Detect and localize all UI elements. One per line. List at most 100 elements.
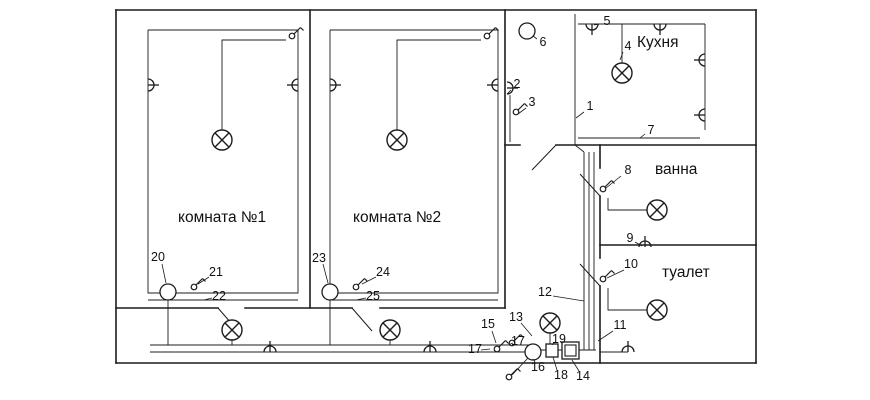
wire-line (511, 357, 529, 376)
callout-number: 25 (366, 289, 380, 303)
switch-icon (599, 180, 615, 193)
callout-number: 20 (151, 250, 165, 264)
callout-number: 23 (312, 251, 326, 265)
callout-number: 14 (576, 369, 590, 383)
socket-icon (638, 236, 652, 248)
callout-leader-line (197, 276, 210, 285)
ceiling-lamp-icon (646, 299, 668, 321)
callout-leader-line (552, 356, 558, 371)
callout-number: 21 (209, 265, 223, 279)
callout-leader-line (517, 107, 527, 115)
callout-leader-line (532, 35, 538, 40)
socket-icon (423, 341, 437, 353)
switch-icon (352, 278, 368, 291)
callout-number: 7 (648, 123, 655, 137)
callout-leader-line (605, 175, 622, 189)
switch-icon (493, 340, 509, 353)
callout-leader-line (355, 297, 367, 301)
callout-leader-line (322, 263, 329, 284)
door-leaf-line (579, 263, 601, 287)
callout-number: 13 (509, 310, 523, 324)
callout-leader-line (597, 330, 614, 342)
socket-icon (287, 78, 299, 92)
callout-number: 1 (587, 99, 594, 113)
callout-leader-line (619, 51, 624, 61)
socket-icon (585, 23, 599, 35)
socket-icon (694, 53, 706, 67)
ceiling-lamp-icon (379, 319, 401, 341)
callout-leader-line (520, 322, 533, 337)
meter-box-icon (561, 341, 580, 360)
callout-number: 6 (540, 35, 547, 49)
callout-number: 12 (538, 285, 552, 299)
socket-icon (147, 78, 159, 92)
room-label: комната №2 (353, 209, 441, 226)
wire-line (607, 198, 657, 211)
ceiling-lamp-icon (211, 129, 233, 151)
junction-box-icon (321, 283, 339, 301)
switch-icon (190, 278, 206, 291)
callout-leader-line (361, 276, 377, 285)
ceiling-lamp-icon (611, 62, 633, 84)
callout-number: 22 (212, 289, 226, 303)
callout-leader-line (507, 342, 514, 346)
callout-leader-line (491, 330, 497, 344)
callout-number: 4 (625, 39, 632, 53)
wire-line (147, 29, 299, 294)
switch-icon (288, 27, 304, 40)
callout-leader-line (634, 241, 643, 247)
room-label: туалет (662, 264, 710, 281)
junction-box-icon (524, 343, 542, 361)
callout-leader-line (606, 269, 625, 279)
callout-leader-line (551, 341, 556, 346)
callout-number: 3 (529, 95, 536, 109)
switch-icon (599, 270, 615, 283)
socket-icon (487, 78, 499, 92)
ceiling-lamp-icon (539, 312, 561, 334)
wire-line (221, 39, 286, 140)
room-label: Кухня (637, 34, 678, 51)
door-leaf-line (579, 173, 601, 197)
callout-number: 11 (614, 318, 627, 332)
socket-icon (621, 341, 635, 353)
switch-icon (505, 368, 521, 381)
junction-box-icon (159, 283, 177, 301)
wire-line (329, 29, 499, 294)
ceiling-lamp-icon (221, 319, 243, 341)
wire-line (574, 14, 585, 153)
wire-line (607, 288, 657, 311)
callout-number: 18 (554, 368, 568, 382)
callout-leader-line (532, 358, 536, 363)
callout-number: 10 (624, 257, 638, 271)
socket-icon (653, 23, 667, 35)
callout-leader-line (203, 297, 213, 301)
callout-leader-line (161, 263, 167, 284)
callout-leader-line (575, 111, 585, 119)
callout-number: 8 (625, 163, 632, 177)
callout-leader-line (571, 359, 580, 372)
callout-leader-line (552, 295, 585, 302)
callout-number: 19 (552, 332, 566, 346)
socket-icon (506, 81, 518, 95)
distribution-box-icon (545, 343, 559, 358)
socket-icon (329, 78, 341, 92)
switch-icon (483, 27, 499, 40)
callout-number: 2 (514, 77, 521, 91)
ceiling-lamp-icon (646, 199, 668, 221)
callout-number: 5 (604, 14, 611, 28)
switch-icon (512, 103, 528, 116)
junction-box-icon (518, 22, 536, 40)
callout-leader-line (480, 348, 491, 351)
socket-icon (263, 341, 277, 353)
callout-leader-line (639, 133, 646, 139)
socket-icon (694, 108, 706, 122)
callout-number: 9 (627, 231, 634, 245)
door-leaf-line (351, 307, 373, 332)
callout-number: 17 (511, 334, 525, 348)
callout-leader-line (506, 89, 512, 95)
wire-line (396, 39, 481, 140)
ceiling-lamp-icon (386, 129, 408, 151)
callout-number: 17 (468, 342, 482, 356)
